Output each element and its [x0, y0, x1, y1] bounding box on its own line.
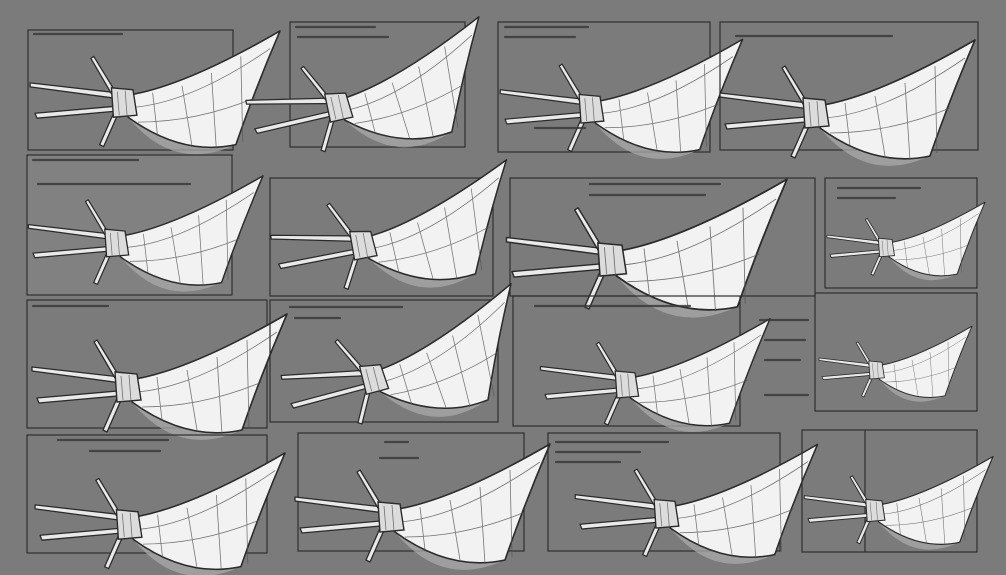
panel-r2-c2 [264, 159, 520, 305]
panel-r1-c4 [719, 21, 979, 167]
panel-r3-c1 [26, 299, 288, 441]
panel-r4-c4 [801, 429, 994, 553]
panel-r4-c1 [26, 434, 286, 575]
panel-r2-c4 [824, 177, 986, 289]
panel-r3-c3 [512, 295, 771, 433]
panel-r2-c3 [505, 177, 816, 319]
panel-r4-c3 [547, 432, 819, 565]
panel-r2-c1 [26, 154, 264, 296]
panel-r1-c3 [497, 21, 744, 160]
panel-r4-c2 [294, 432, 551, 571]
panel-r3-c4 [758, 292, 978, 412]
panel-r1-c1 [27, 29, 281, 156]
panel-r3-c2 [269, 283, 533, 445]
panel-r1-c2 [238, 16, 497, 170]
